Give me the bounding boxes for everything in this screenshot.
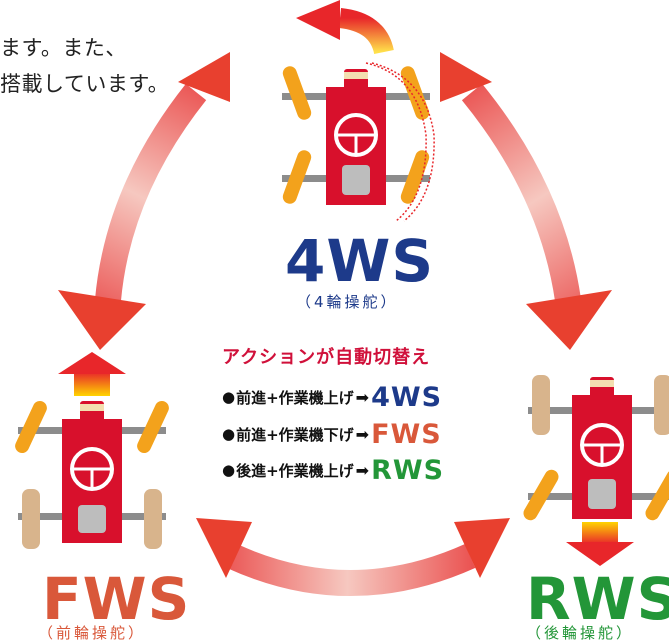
- mode-sub-fws: （前輪操舵）: [38, 624, 147, 642]
- turn-arrow-4ws: [296, 0, 394, 55]
- rule-row: ● 後進+作業機上げ ➡ RWS: [222, 454, 445, 486]
- rule-result: FWS: [371, 418, 442, 450]
- right-arrow-icon: ➡: [355, 387, 370, 407]
- intro-text-line1: ます。また、: [0, 36, 127, 60]
- cycle-arrow-bottom: [196, 518, 510, 596]
- forward-arrow-fws: [58, 352, 126, 396]
- mode-sub-rws: （後輪操舵）: [526, 624, 635, 642]
- mode-label-fws: FWS: [42, 565, 191, 633]
- intro-text-line2: 搭載しています。: [0, 72, 170, 96]
- mode-label-4ws: 4WS: [285, 227, 435, 295]
- bullet: ●: [222, 425, 236, 443]
- bullet: ●: [222, 461, 236, 479]
- right-arrow-icon: ➡: [355, 460, 370, 480]
- rule-result: RWS: [371, 454, 445, 486]
- tractor-rws: [523, 375, 669, 521]
- right-arrow-icon: ➡: [355, 424, 370, 444]
- tractor-4ws: [282, 62, 435, 222]
- cycle-arrow-right: [440, 52, 612, 350]
- cycle-arrow-left: [58, 52, 230, 350]
- bullet: ●: [222, 388, 236, 406]
- mode-sub-4ws: （4輪操舵）: [296, 293, 399, 311]
- rule-condition: 前進+作業機下げ: [236, 425, 354, 444]
- reverse-arrow-rws: [566, 522, 634, 566]
- rule-row: ● 前進+作業機上げ ➡ 4WS: [222, 381, 443, 413]
- rule-row: ● 前進+作業機下げ ➡ FWS: [222, 418, 442, 450]
- tractor-fws: [15, 400, 169, 549]
- rule-condition: 前進+作業機上げ: [236, 388, 354, 407]
- auto-switch-title: アクションが自動切替え: [222, 347, 431, 368]
- mode-label-rws: RWS: [526, 565, 669, 633]
- rule-condition: 後進+作業機上げ: [236, 461, 354, 480]
- rule-result: 4WS: [371, 381, 443, 413]
